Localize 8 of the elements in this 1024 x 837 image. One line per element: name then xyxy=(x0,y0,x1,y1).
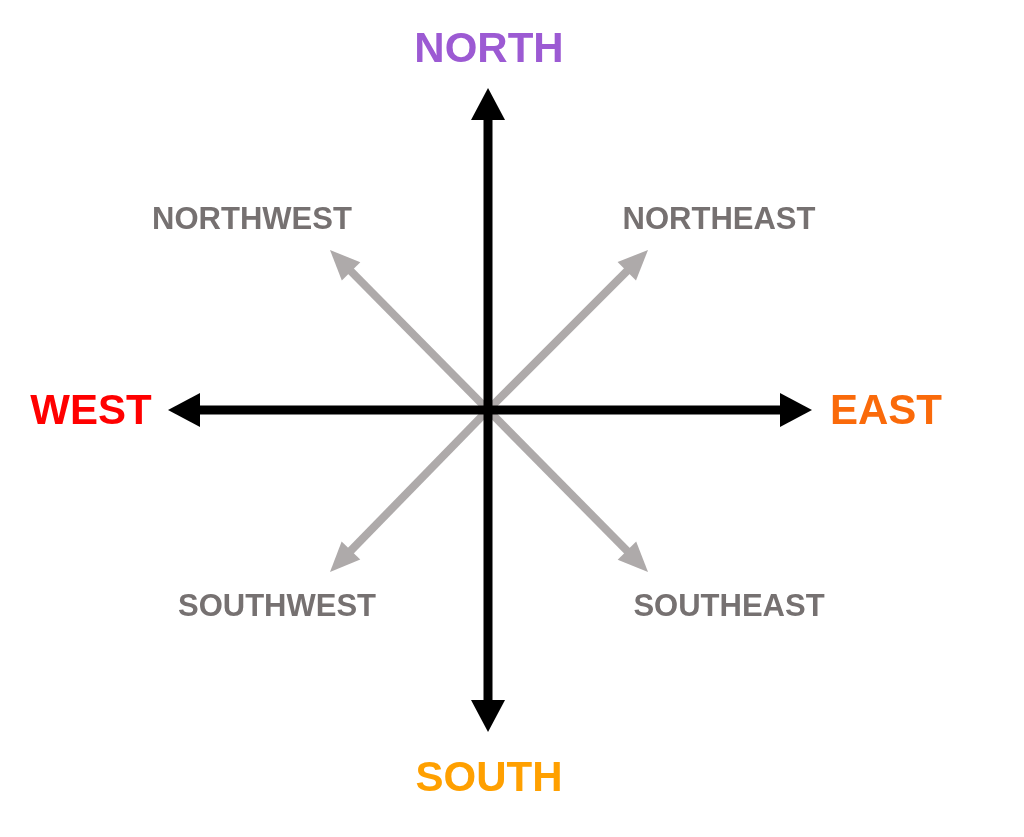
direction-label: NORTH xyxy=(414,27,564,69)
direction-label: SOUTHEAST xyxy=(633,589,825,621)
direction-label: NORTHWEST xyxy=(152,202,352,234)
direction-label: EAST xyxy=(830,389,942,431)
direction-label: SOUTHWEST xyxy=(177,589,377,621)
direction-label: SOUTH xyxy=(415,756,563,798)
direction-label: WEST xyxy=(30,389,152,431)
direction-label: NORTHEAST xyxy=(622,202,816,234)
